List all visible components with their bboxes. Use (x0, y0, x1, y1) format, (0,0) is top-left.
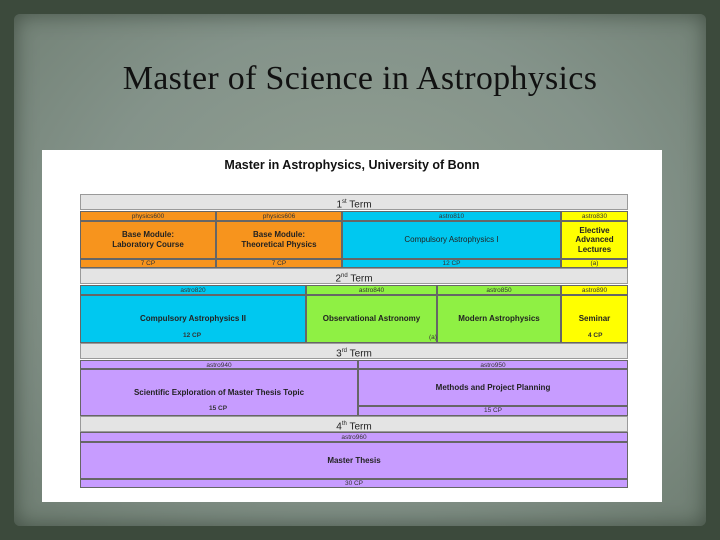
cp-seminar: 4 CP (588, 332, 603, 339)
module-code-astro830: astro830 (561, 211, 628, 221)
term-3-suffix: rd (341, 348, 348, 354)
module-laboratory-course: Base Module: Laboratory Course (80, 221, 216, 259)
term-2-number: 2 (335, 273, 342, 285)
cp-elective: (a) (561, 259, 628, 268)
diagram-title: Master in Astrophysics, University of Bo… (224, 158, 480, 172)
methods-project-planning-name: Methods and Project Planning (435, 382, 551, 392)
cp-theoretical-physics: 7 CP (216, 259, 342, 268)
module-theoretical-physics: Base Module: Theoretical Physics (216, 221, 342, 259)
module-seminar: Seminar 4 CP (561, 295, 628, 343)
term-4-number: 4 (336, 421, 342, 433)
module-methods-project-planning: Methods and Project Planning (358, 369, 628, 406)
compulsory-astrophysics-2-name: Compulsory Astrophysics II (140, 314, 246, 323)
module-compulsory-astrophysics-2: Compulsory Astrophysics II 12 CP (80, 295, 306, 343)
elective-line1: Elective (579, 225, 610, 235)
laboratory-course-line2: Laboratory Course (112, 240, 184, 249)
compulsory-astrophysics-1-name: Compulsory Astrophysics I (404, 235, 499, 244)
module-code-astro890: astro890 (561, 285, 628, 295)
cp-compulsory-astrophysics-1: 12 CP (342, 259, 561, 268)
cp-scientific-exploration: 15 CP (209, 405, 228, 412)
laboratory-course-line1: Base Module: (121, 230, 174, 239)
term-1-label: Term (349, 199, 372, 211)
module-code-physics600: physics600 (80, 211, 216, 221)
module-code-astro950: astro950 (358, 360, 628, 369)
term-4-label: Term (349, 421, 372, 433)
theoretical-physics-line1: Base Module: (252, 230, 305, 239)
scientific-exploration-name: Scientific Exploration of Master Thesis … (133, 387, 305, 397)
cp-master-thesis: 30 CP (80, 479, 628, 488)
modern-astrophysics-name: Modern Astrophysics (458, 314, 540, 323)
elective-line3: Lectures (577, 244, 612, 254)
module-elective-advanced-lectures: Elective Advanced Lectures (561, 221, 628, 259)
module-observational-astronomy: Observational Astronomy (306, 295, 437, 343)
term-3-number: 3 (336, 348, 342, 360)
module-scientific-exploration: Scientific Exploration of Master Thesis … (80, 369, 358, 416)
module-compulsory-astrophysics-1: Compulsory Astrophysics I (342, 221, 561, 259)
cp-compulsory-astrophysics-2: 12 CP (183, 332, 202, 339)
cp-methods-project-planning: 15 CP (358, 406, 628, 416)
term-1-suffix: st (342, 199, 347, 205)
module-code-astro960: astro960 (80, 432, 628, 442)
term-2-suffix: nd (341, 273, 348, 279)
master-thesis-name: Master Thesis (327, 455, 381, 465)
module-master-thesis: Master Thesis (80, 442, 628, 479)
term-2-label: Term (350, 273, 373, 285)
cp-laboratory-course: 7 CP (80, 259, 216, 268)
term-1-header: 1st Term (80, 194, 628, 210)
module-code-astro940: astro940 (80, 360, 358, 369)
term-4-suffix: th (341, 421, 347, 427)
observational-astronomy-name: Observational Astronomy (322, 314, 421, 323)
term-3-header: 3rd Term (80, 343, 628, 359)
cp-shared-elective: (a) (429, 334, 437, 341)
seminar-name: Seminar (578, 314, 611, 323)
term-1-number: 1 (336, 199, 343, 211)
term-4-header: 4th Term (80, 416, 628, 432)
theoretical-physics-line2: Theoretical Physics (241, 240, 317, 249)
program-diagram: Master in Astrophysics, University of Bo… (42, 150, 662, 502)
slide-title: Master of Science in Astrophysics (122, 60, 598, 97)
module-code-astro850: astro850 (437, 285, 561, 295)
module-code-astro840: astro840 (306, 285, 437, 295)
module-code-physics606: physics606 (216, 211, 342, 221)
module-modern-astrophysics: Modern Astrophysics (437, 295, 561, 343)
module-code-astro810: astro810 (342, 211, 561, 221)
module-code-astro820: astro820 (80, 285, 306, 295)
elective-line2: Advanced (575, 235, 614, 245)
term-2-header: 2nd Term (80, 268, 628, 284)
term-3-label: Term (349, 348, 372, 360)
